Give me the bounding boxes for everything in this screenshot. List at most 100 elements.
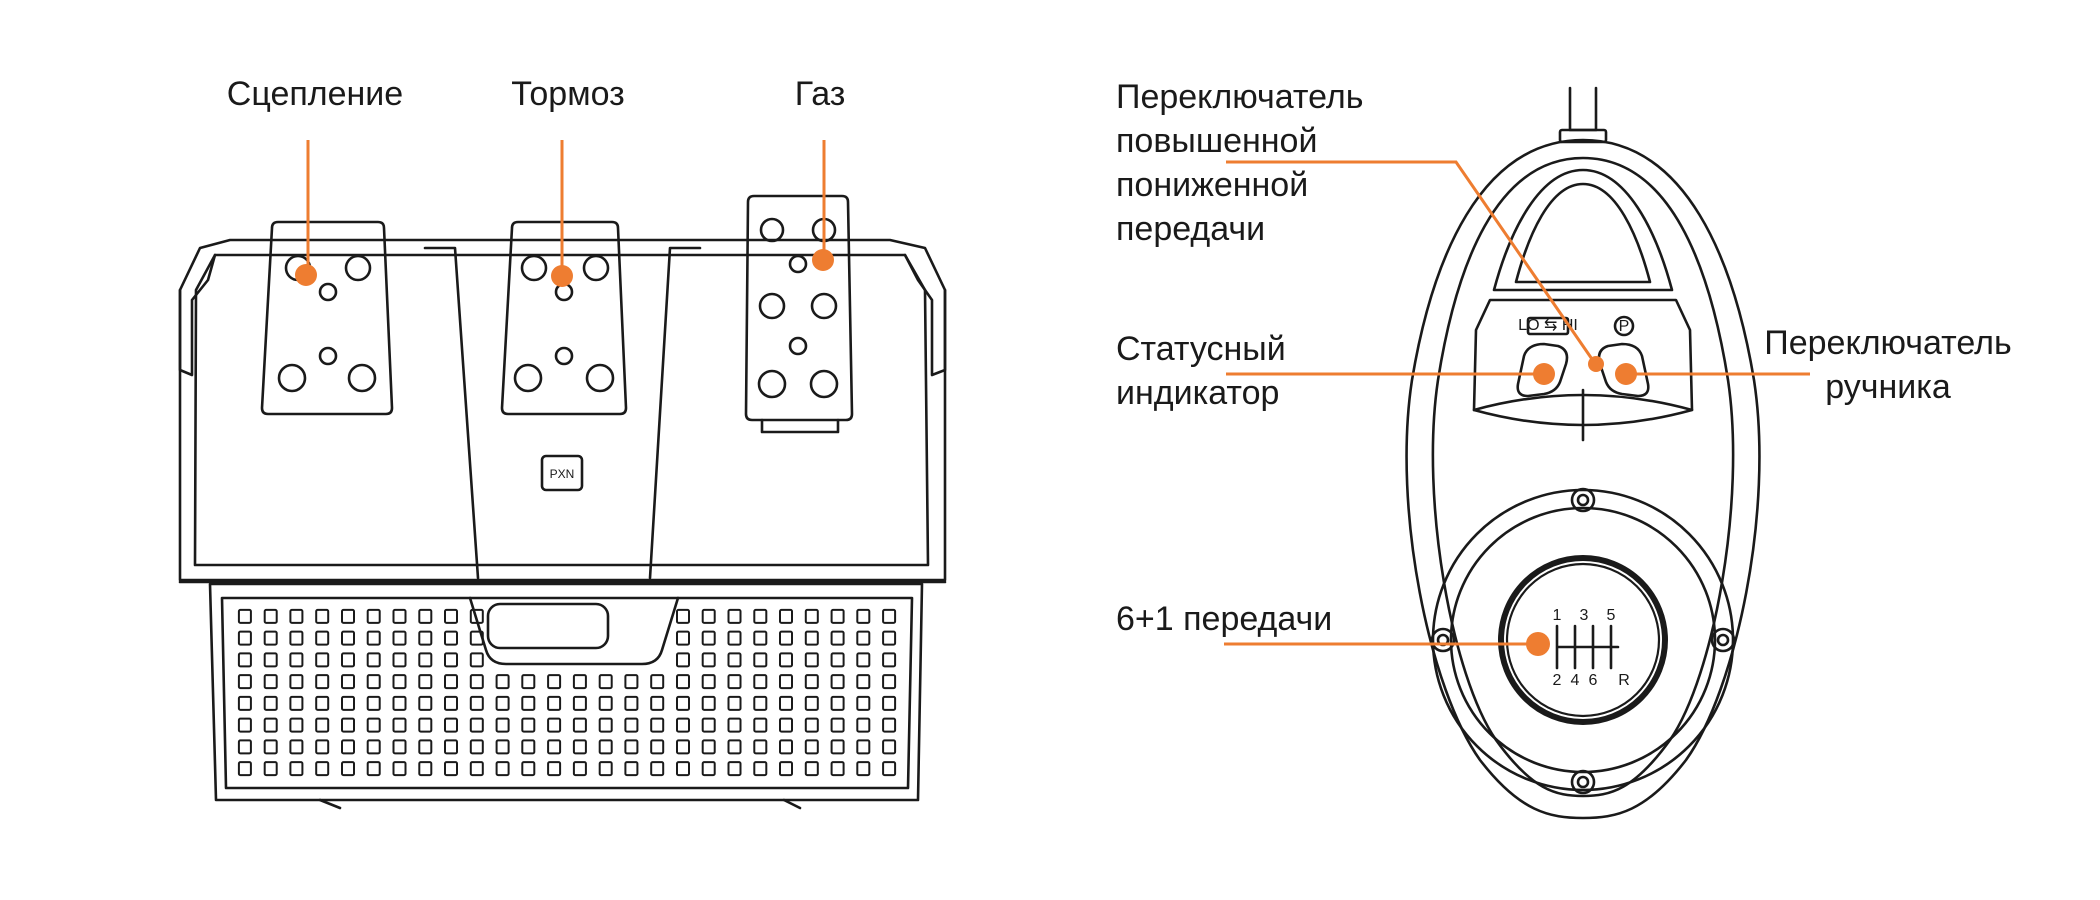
gas-label: Газ	[795, 75, 846, 113]
grid-hole	[289, 717, 304, 733]
grid-hole	[676, 717, 690, 733]
grid-hole	[650, 717, 665, 733]
grid-hole	[237, 717, 252, 733]
grid-hole	[392, 739, 407, 755]
clutch-pedal	[260, 220, 394, 416]
grid-hole	[572, 761, 587, 777]
grid-hole	[341, 761, 355, 777]
handbrake-switch-label: Переключатель ручника	[1764, 324, 2011, 406]
grid-hole	[315, 761, 330, 777]
grid-hole	[263, 630, 278, 646]
grid-hole	[547, 695, 562, 711]
clutch-callout-dot	[295, 264, 317, 286]
shifter-outer-shell	[1405, 138, 1761, 820]
grid-hole	[263, 717, 278, 733]
grid-hole	[676, 739, 690, 755]
grid-hole	[469, 608, 484, 624]
grid-hole	[701, 739, 716, 755]
range-switch-button[interactable]	[1516, 342, 1569, 398]
grid-hole	[237, 652, 252, 668]
grid-hole	[418, 674, 433, 690]
base-groove-1	[423, 246, 480, 580]
gear-gate-pattern: 1 3 5 2 4 6 R	[1553, 607, 1630, 689]
brake-label: Тормоз	[511, 75, 624, 113]
grid-hole	[392, 717, 407, 733]
pedal-callouts	[295, 140, 834, 287]
grid-hole	[701, 674, 716, 690]
grid-hole	[418, 652, 433, 668]
grid-hole	[469, 717, 484, 733]
gears-label: 6+1 передачи	[1116, 600, 1332, 638]
grid-hole	[289, 630, 304, 646]
grid-hole	[753, 695, 768, 711]
grid-hole	[779, 630, 793, 646]
grid-hole	[444, 761, 458, 777]
grid-hole	[856, 739, 871, 755]
grid-hole	[289, 739, 304, 755]
grid-hole	[341, 630, 355, 646]
grid-hole	[856, 652, 871, 668]
handbrake-switch-button[interactable]	[1597, 342, 1650, 398]
park-badge: P	[1619, 318, 1630, 335]
range-switch-callout-dot	[1533, 363, 1555, 385]
range-switch-callout-line	[1226, 160, 1596, 363]
grid-hole	[341, 717, 355, 733]
grid-hole	[701, 761, 716, 777]
grid-hole	[856, 695, 871, 711]
grid-hole	[676, 695, 690, 711]
gate-top-3: 3	[1580, 607, 1589, 624]
grid-hole	[547, 674, 562, 690]
grid-hole	[779, 717, 793, 733]
grid-hole	[727, 739, 742, 755]
pxn-logo-badge: PXN	[540, 454, 584, 492]
grid-hole	[753, 674, 768, 690]
grid-hole	[237, 739, 252, 755]
grid-hole	[882, 717, 897, 733]
grid-hole	[830, 608, 845, 624]
grid-hole	[392, 608, 407, 624]
grid-hole	[779, 652, 793, 668]
grid-hole	[392, 652, 407, 668]
grid-hole	[830, 739, 845, 755]
pedal-base-body	[178, 238, 947, 582]
grid-hole	[392, 630, 407, 646]
grid-hole	[727, 717, 742, 733]
grid-hole	[572, 674, 587, 690]
grid-hole	[237, 695, 252, 711]
grid-hole	[418, 739, 433, 755]
grid-hole	[289, 608, 304, 624]
grid-hole	[804, 674, 819, 690]
grid-hole	[366, 652, 381, 668]
gate-top-5: 5	[1607, 607, 1616, 624]
grid-hole	[650, 761, 665, 777]
grid-hole	[804, 761, 819, 777]
grid-hole	[521, 695, 536, 711]
svg-text:Переключатель: Переключатель	[1764, 324, 2011, 362]
grid-hole	[830, 761, 845, 777]
grid-hole	[882, 674, 897, 690]
grid-hole	[263, 674, 278, 690]
gate-bottom-6: 6	[1589, 672, 1598, 689]
range-badge: LO ⇆ HI	[1518, 317, 1578, 334]
grid-hole	[263, 695, 278, 711]
grid-hole	[650, 739, 665, 755]
grid-hole	[444, 608, 458, 624]
pedal-base-inner	[193, 253, 930, 567]
grid-hole	[392, 761, 407, 777]
grid-hole	[237, 608, 252, 624]
grid-hole	[366, 630, 381, 646]
grid-hole	[444, 674, 458, 690]
grid-hole	[547, 761, 562, 777]
grid-hole	[598, 717, 613, 733]
grid-hole	[521, 761, 536, 777]
grid-hole	[315, 608, 330, 624]
svg-text:Статусный: Статусный	[1116, 330, 1286, 368]
pxn-logo-text: PXN	[550, 467, 575, 481]
grid-hole	[366, 674, 381, 690]
grid-hole	[598, 739, 613, 755]
grid-hole	[572, 695, 587, 711]
shifter-cable	[1568, 86, 1598, 132]
grid-hole	[779, 739, 793, 755]
shifter-top-window	[1492, 168, 1674, 292]
grid-hole	[624, 739, 639, 755]
